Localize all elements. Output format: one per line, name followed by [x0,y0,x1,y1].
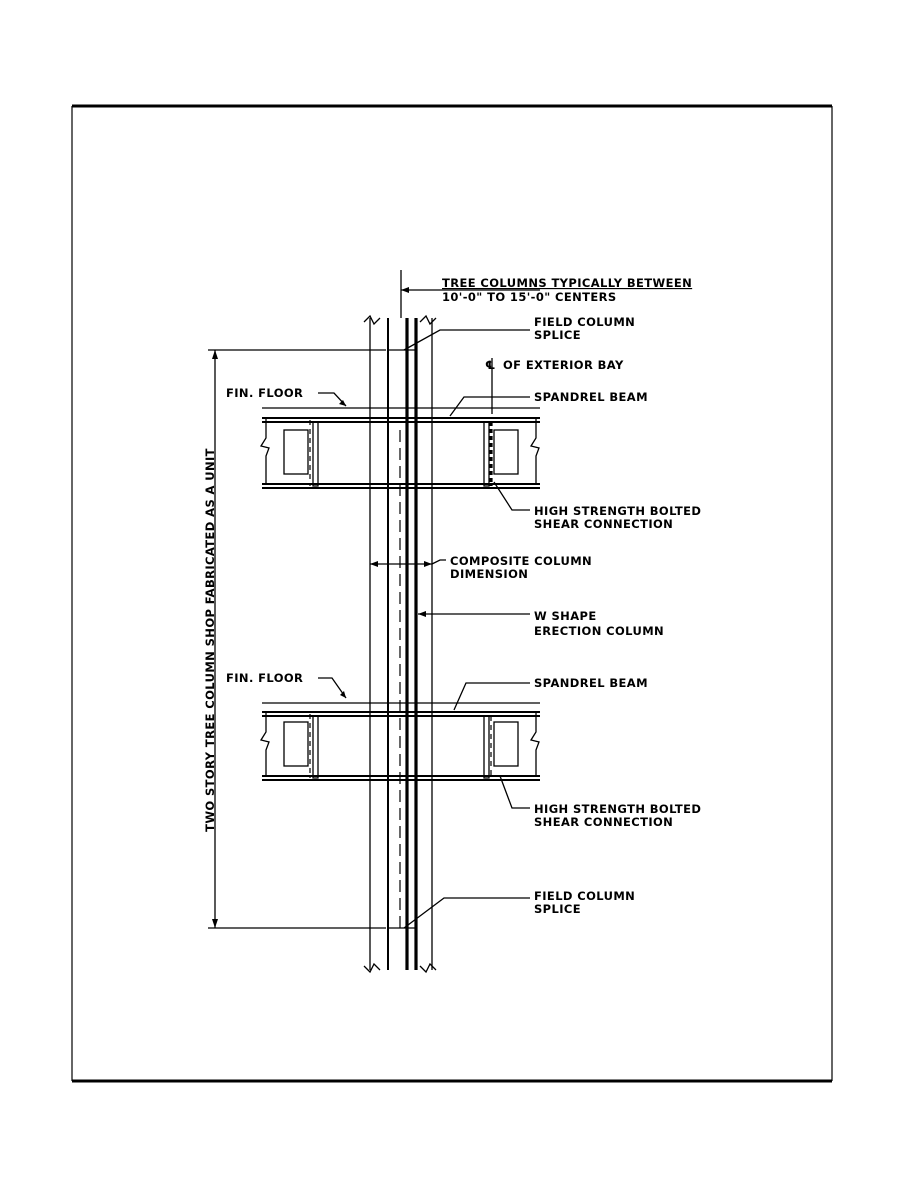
vertical-dimension-line [208,349,386,929]
w-shape-label-line1: W SHAPE [534,609,597,623]
bolted-connection-top-line1: HIGH STRENGTH BOLTED [534,504,701,518]
vertical-dimension-label: TWO STORY TREE COLUMN SHOP FABRICATED AS… [203,448,217,832]
spandrel-beam-top-label: SPANDREL BEAM [534,390,648,404]
composite-column-label-line2: DIMENSION [450,567,528,581]
field-splice-bottom-label-line1: FIELD COLUMN [534,889,635,903]
bolted-connection-top-line2: SHEAR CONNECTION [534,517,673,531]
bolted-connection-bottom-line1: HIGH STRENGTH BOLTED [534,802,701,816]
composite-column-label-line1: COMPOSITE COLUMN [450,554,592,568]
tree-columns-label-line1: TREE COLUMNS TYPICALLY BETWEEN [442,276,692,290]
floor-assembly-bottom [259,702,540,781]
tree-columns-label-line2: 10'-0" TO 15'-0" CENTERS [442,290,617,304]
field-splice-bottom-label-line2: SPLICE [534,902,581,916]
spandrel-beam-bottom-label: SPANDREL BEAM [534,676,648,690]
fin-floor-top-label: FIN. FLOOR [226,386,303,400]
composite-column [363,314,437,974]
centerline-symbol: ℄ [485,358,496,372]
floor-assembly-top [259,407,540,489]
fin-floor-bottom-label: FIN. FLOOR [226,671,303,685]
bolted-connection-bottom-line2: SHEAR CONNECTION [534,815,673,829]
field-splice-top-label-line1: FIELD COLUMN [534,315,635,329]
field-splice-top-label-line2: SPLICE [534,328,581,342]
w-shape-label-line2: ERECTION COLUMN [534,624,664,638]
exterior-bay-label: OF EXTERIOR BAY [503,358,624,372]
